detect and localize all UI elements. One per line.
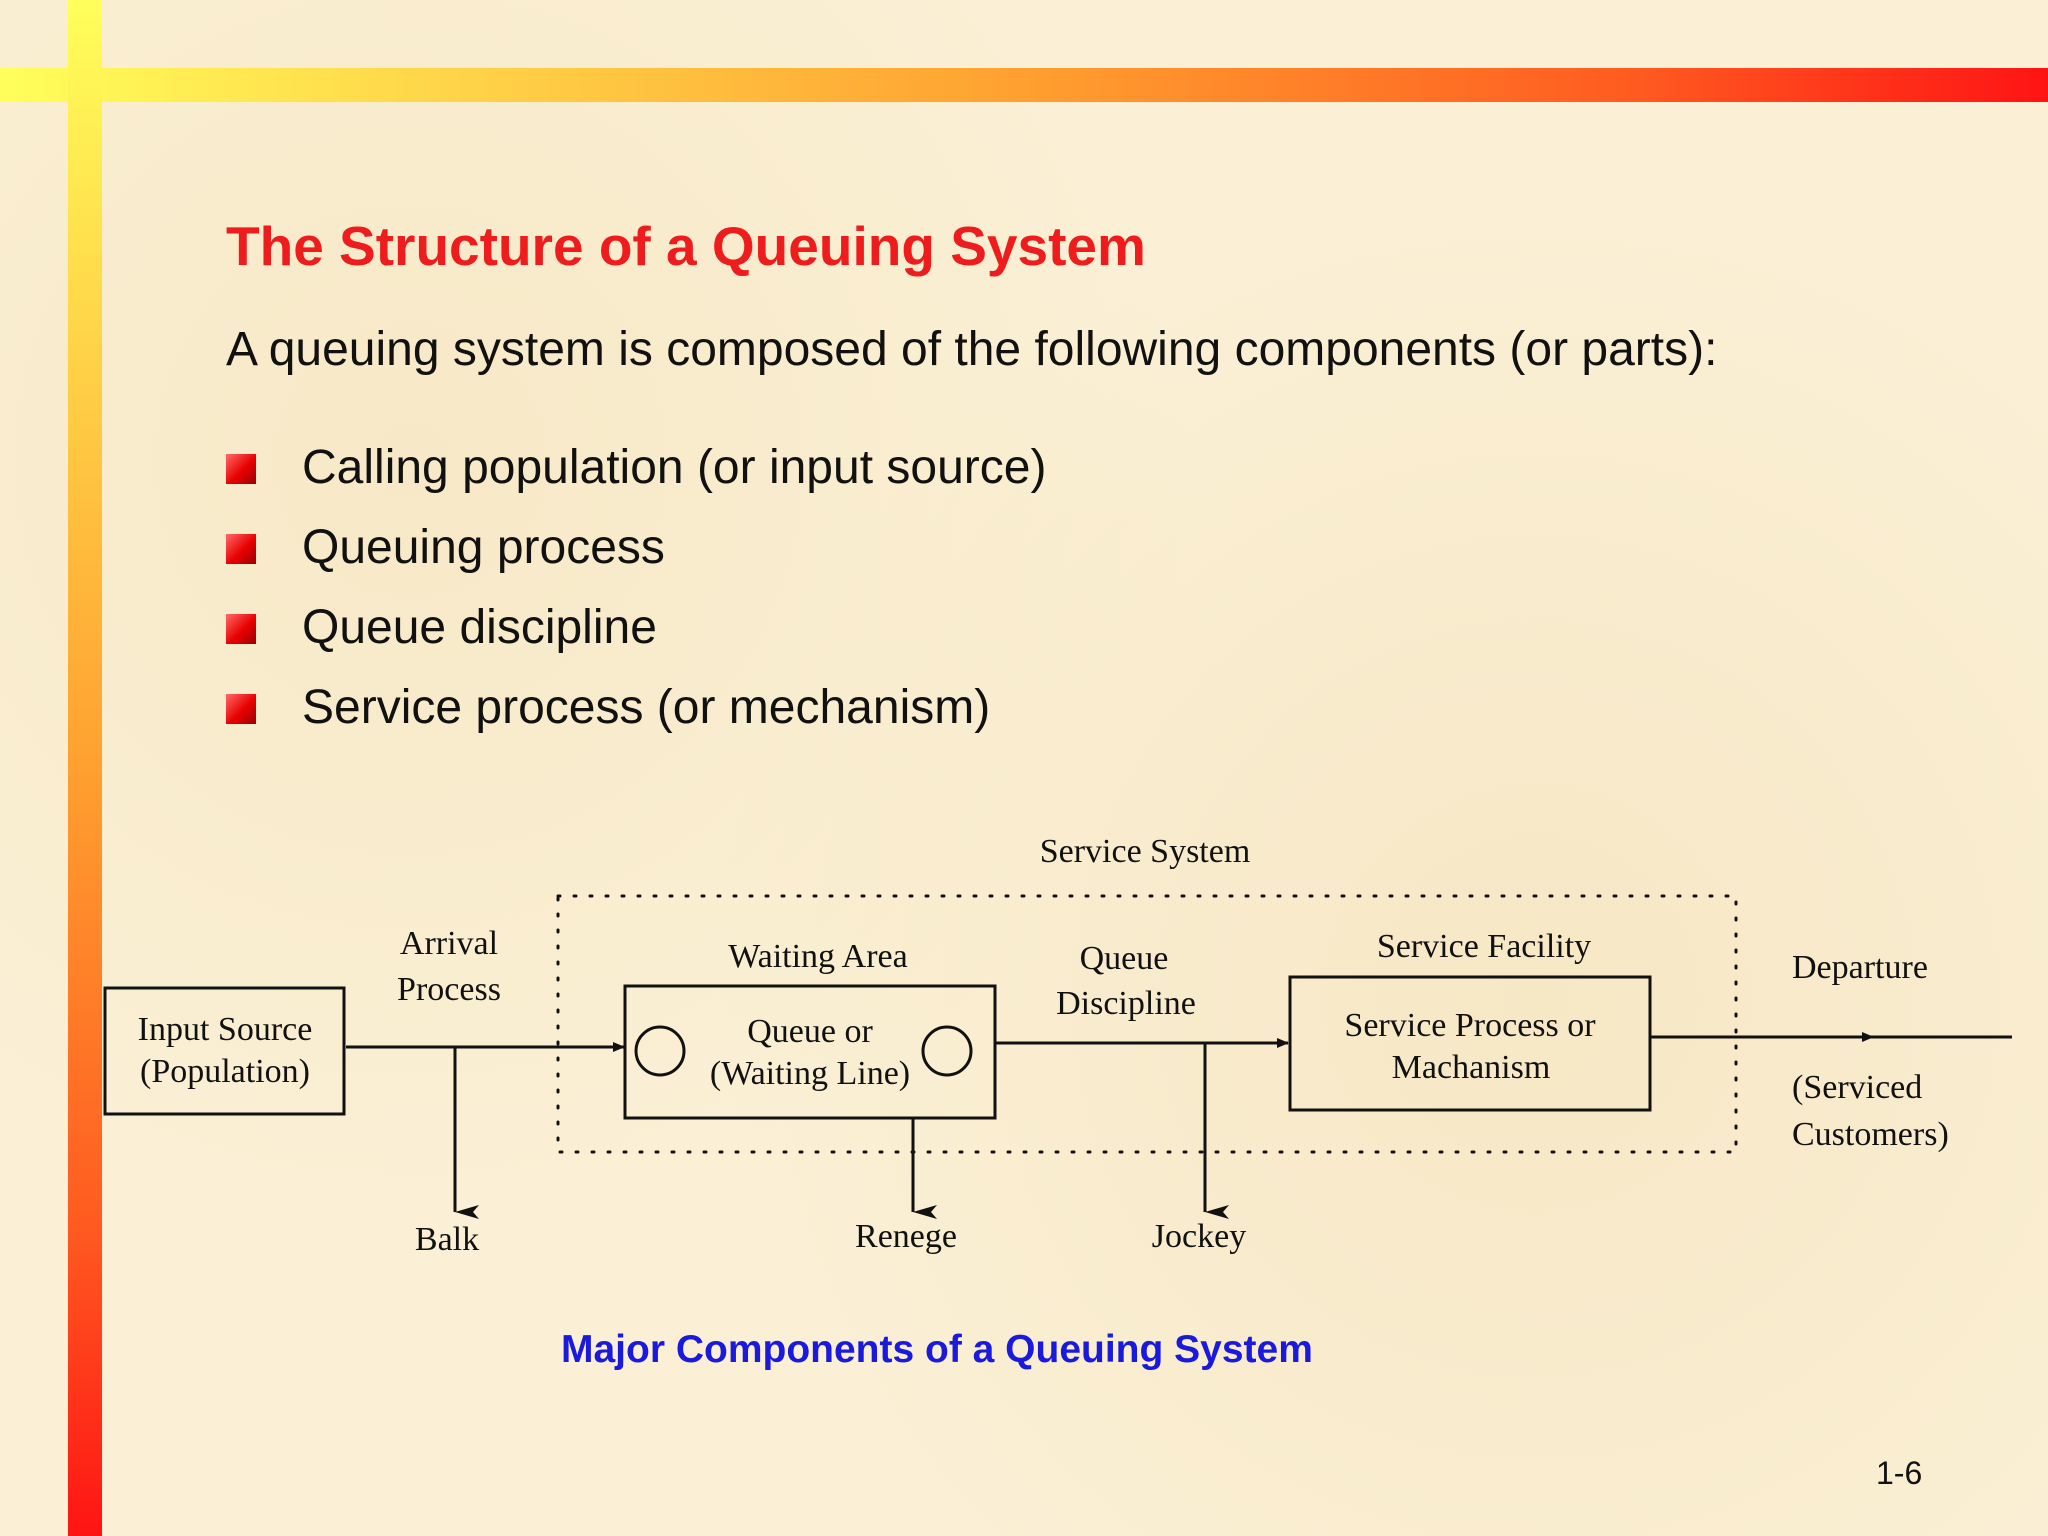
- list-item-label: Queue discipline: [302, 601, 657, 654]
- top-accent-bar: [0, 68, 2048, 102]
- left-accent-bar: [68, 0, 102, 1536]
- renege-label: Renege: [855, 1218, 957, 1255]
- queue-label-line1: Queue or: [747, 1013, 873, 1050]
- queue-discipline-label-line1: Queue: [1080, 940, 1169, 977]
- bullet-square-icon: [226, 534, 256, 564]
- input-source-label-line1: Input Source: [138, 1011, 313, 1048]
- arrival-process-label-line2: Process: [397, 971, 501, 1008]
- component-list: Calling population (or input source) Que…: [226, 440, 1046, 760]
- serviced-customers-label-line1: (Serviced: [1792, 1069, 1922, 1106]
- intro-text: A queuing system is composed of the foll…: [226, 323, 1718, 376]
- list-item-label: Service process (or mechanism): [302, 681, 991, 734]
- list-item: Service process (or mechanism): [226, 680, 1046, 760]
- bullet-square-icon: [226, 694, 256, 724]
- queue-discipline-label-line2: Discipline: [1056, 985, 1196, 1022]
- service-system-label: Service System: [1040, 833, 1251, 870]
- queue-label-line2: (Waiting Line): [710, 1055, 910, 1092]
- list-item: Queue discipline: [226, 600, 1046, 680]
- jockey-label: Jockey: [1152, 1218, 1246, 1255]
- service-facility-label: Service Facility: [1377, 928, 1591, 965]
- serviced-customers-label-line2: Customers): [1792, 1116, 1949, 1153]
- service-facility-box: [1288, 975, 1652, 1112]
- queue-customer-circle-right: [921, 1025, 973, 1077]
- list-item: Queuing process: [226, 520, 1046, 600]
- input-source-box: [103, 986, 346, 1116]
- slide-title: The Structure of a Queuing System: [226, 215, 1146, 277]
- service-process-label-line1: Service Process or: [1344, 1007, 1596, 1044]
- diagram-caption: Major Components of a Queuing System: [561, 1328, 1313, 1371]
- arrival-process-label-line1: Arrival: [400, 925, 498, 962]
- list-item-label: Queuing process: [302, 521, 665, 574]
- queue-box: [623, 984, 997, 1120]
- list-item: Calling population (or input source): [226, 440, 1046, 520]
- page-number: 1-6: [1876, 1455, 1923, 1491]
- bullet-square-icon: [226, 614, 256, 644]
- balk-label: Balk: [415, 1221, 479, 1258]
- bullet-square-icon: [226, 454, 256, 484]
- departure-label: Departure: [1792, 949, 1928, 986]
- waiting-area-label: Waiting Area: [728, 938, 907, 975]
- input-source-label-line2: (Population): [140, 1053, 310, 1090]
- service-process-label-line2: Machanism: [1392, 1049, 1551, 1086]
- list-item-label: Calling population (or input source): [302, 441, 1047, 494]
- queue-customer-circle-left: [634, 1025, 686, 1077]
